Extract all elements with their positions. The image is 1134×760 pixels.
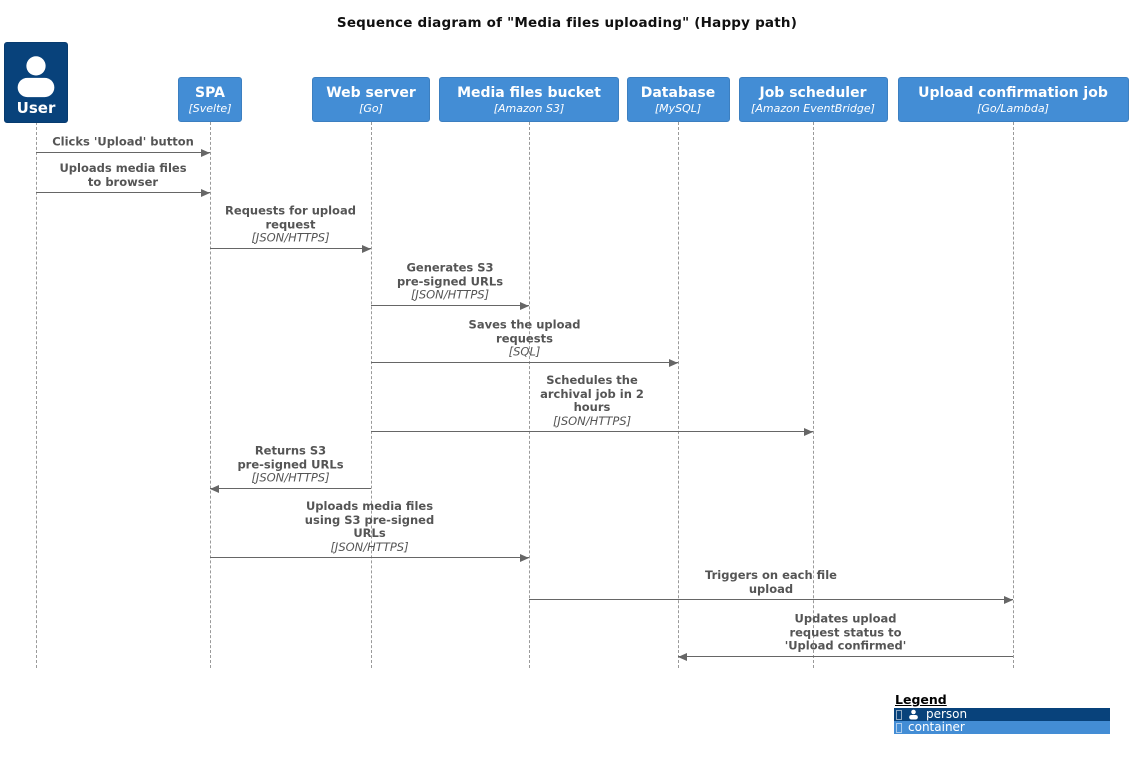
message-text-line: Returns S3 bbox=[254, 443, 327, 458]
message-text-line: Schedules the bbox=[546, 373, 638, 387]
message-text-line: to browser bbox=[87, 174, 159, 189]
participant-name: Media files bucket bbox=[457, 85, 601, 101]
message-technology: [JSON/HTTPS] bbox=[251, 470, 330, 485]
lifeline-upload-confirmation-job bbox=[1013, 122, 1014, 668]
person-icon bbox=[908, 709, 919, 720]
message-text-line: pre-signed URLs bbox=[396, 274, 504, 288]
message-text-line: URLs bbox=[353, 526, 386, 540]
legend-item-label: container bbox=[908, 720, 965, 734]
participant-user: User bbox=[4, 42, 68, 123]
lifeline-media-files-bucket bbox=[529, 122, 530, 668]
message-text-line: 'Upload confirmed' bbox=[784, 638, 907, 653]
message-text-line: Saves the upload bbox=[468, 317, 581, 332]
message-arrow bbox=[36, 192, 210, 193]
message-arrow bbox=[36, 152, 210, 153]
participant-name: Job scheduler bbox=[759, 85, 867, 101]
message-text-line: archival job in 2 bbox=[540, 386, 644, 401]
message-text-line: Clicks 'Upload' button bbox=[52, 134, 194, 149]
missing-glyph-icon bbox=[896, 709, 902, 720]
message-text-line: using S3 pre-signed bbox=[304, 512, 435, 527]
message-arrow bbox=[529, 599, 1013, 600]
message-arrow bbox=[210, 488, 371, 489]
participant-job-scheduler: Job scheduler[Amazon EventBridge] bbox=[738, 77, 888, 122]
participant-name: Upload confirmation job bbox=[918, 85, 1108, 101]
participant-technology: [MySQL] bbox=[654, 102, 702, 115]
arrowhead-icon bbox=[678, 653, 687, 661]
message-technology: [JSON/HTTPS] bbox=[251, 230, 330, 245]
participant-technology: [Go] bbox=[359, 102, 383, 115]
lifeline-web-server bbox=[371, 122, 372, 668]
message-text-line: Triggers on each file bbox=[705, 568, 837, 582]
participant-name: Database bbox=[640, 85, 716, 101]
arrowhead-icon bbox=[201, 189, 210, 197]
message-text-line: request status to bbox=[789, 625, 902, 639]
participant-technology: [Svelte] bbox=[188, 102, 232, 115]
legend-item-container: container bbox=[894, 721, 1110, 734]
lifeline-spa bbox=[210, 122, 211, 668]
message-text-line: requests bbox=[496, 331, 553, 345]
diagram-title: Sequence diagram of "Media files uploadi… bbox=[336, 15, 798, 31]
participant-spa: SPA[Svelte] bbox=[178, 77, 242, 122]
lifeline-database bbox=[678, 122, 679, 668]
participant-web-server: Web server[Go] bbox=[312, 77, 430, 122]
arrowhead-icon bbox=[520, 302, 529, 310]
message-text-line: Requests for upload bbox=[225, 203, 356, 218]
missing-glyph-icon bbox=[896, 722, 902, 733]
message-arrow bbox=[678, 656, 1013, 657]
message-technology: [SQL] bbox=[508, 344, 541, 359]
message-text-line: upload bbox=[748, 581, 794, 596]
participant-media-files-bucket: Media files bucket[Amazon S3] bbox=[439, 77, 619, 122]
legend-item-label: person bbox=[926, 707, 968, 721]
message-text-line: Uploads media files bbox=[305, 499, 434, 513]
arrowhead-icon bbox=[669, 359, 678, 367]
participant-name: Web server bbox=[326, 85, 416, 101]
participant-technology: [Amazon S3] bbox=[493, 102, 565, 115]
message-text-line: Uploads media files bbox=[59, 161, 187, 175]
message-technology: [JSON/HTTPS] bbox=[552, 413, 632, 428]
lifeline-user bbox=[36, 122, 37, 668]
message-text-line: hours bbox=[573, 400, 611, 414]
participant-technology: [Amazon EventBridge] bbox=[751, 102, 875, 115]
message-text-line: Updates upload bbox=[794, 611, 897, 626]
message-arrow bbox=[371, 362, 678, 363]
message-arrow bbox=[210, 248, 371, 249]
participant-name: SPA bbox=[195, 85, 225, 101]
arrowhead-icon bbox=[210, 485, 219, 493]
arrowhead-icon bbox=[362, 245, 371, 253]
arrowhead-icon bbox=[520, 554, 529, 562]
message-technology: [JSON/HTTPS] bbox=[410, 287, 490, 302]
message-text-line: pre-signed URLs bbox=[237, 457, 344, 471]
person-icon bbox=[17, 56, 55, 98]
message-arrow bbox=[371, 305, 529, 306]
arrowhead-icon bbox=[201, 149, 210, 157]
arrowhead-icon bbox=[1004, 596, 1013, 604]
message-technology: [JSON/HTTPS] bbox=[330, 539, 409, 554]
participant-upload-confirmation-job: Upload confirmation job[Go/Lambda] bbox=[897, 77, 1129, 122]
arrowhead-icon bbox=[804, 428, 813, 436]
lifeline-job-scheduler bbox=[813, 122, 814, 668]
legend-title: Legend bbox=[895, 692, 947, 707]
message-text-line: Generates S3 bbox=[406, 260, 494, 275]
legend-item-person: person bbox=[894, 708, 1110, 721]
legend: Legend person container bbox=[894, 692, 1110, 734]
message-arrow bbox=[371, 431, 813, 432]
message-text-line: request bbox=[265, 217, 316, 231]
message-label: Clicks 'Upload' button bbox=[36, 134, 210, 150]
participant-database: Database[MySQL] bbox=[626, 77, 730, 122]
actor-label: User bbox=[16, 99, 56, 117]
participant-technology: [Go/Lambda] bbox=[977, 102, 1049, 115]
message-arrow bbox=[210, 557, 529, 558]
